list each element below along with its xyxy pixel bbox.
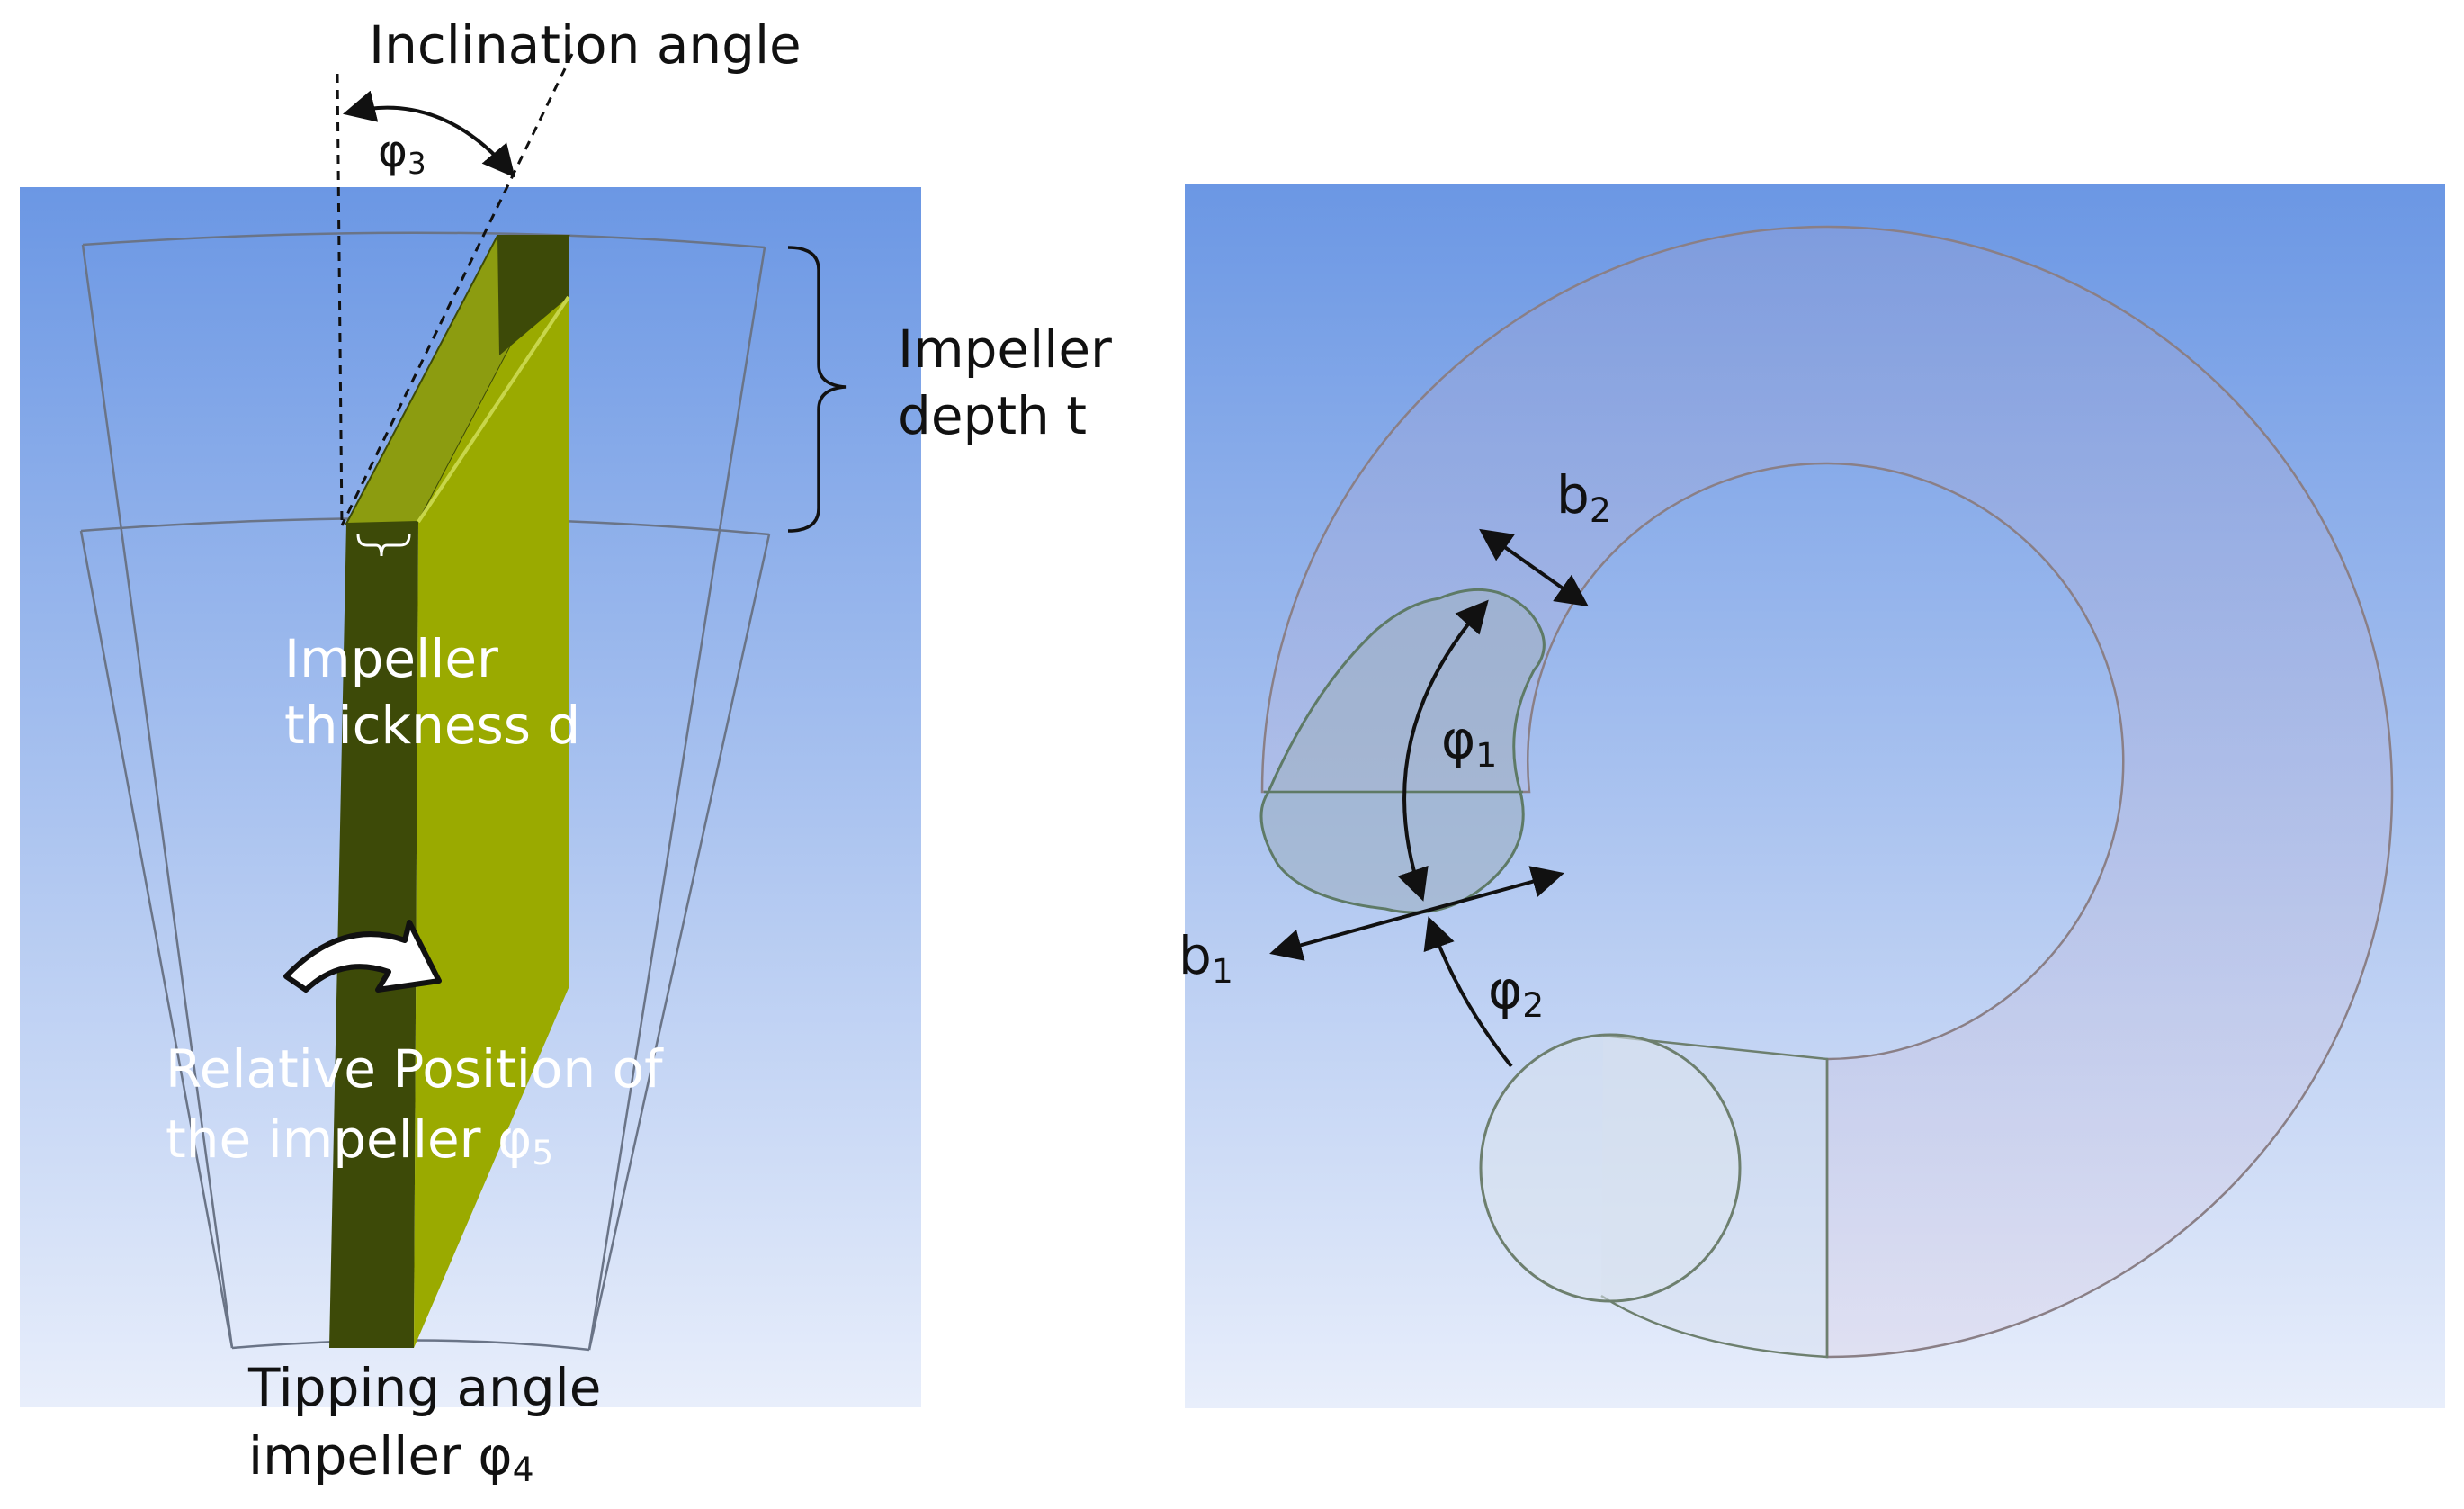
phi3-label: φ3 (378, 125, 426, 181)
relative-position-label-line1: Relative Position of (166, 1038, 664, 1100)
inclination-angle-label: Inclination angle (369, 14, 802, 76)
phi2-angle-arrow (1423, 916, 1513, 1068)
impeller-depth-brace (787, 246, 847, 533)
impeller-blade-highlight (417, 295, 570, 524)
vertical-reference-line (336, 73, 344, 526)
b1-dimension-arrow (1269, 866, 1564, 961)
phi1-label: φ1 (1441, 709, 1497, 775)
b2-dimension-arrow (1479, 528, 1589, 607)
impeller-thickness-label-line2: thickness d (284, 695, 580, 756)
phi1-angle-arc (1397, 599, 1489, 902)
housing-right-inner-edge (587, 534, 771, 1351)
tipping-angle-label-line1: Tipping angle (247, 1357, 601, 1418)
relative-position-label-line2: the impeller φ5 (166, 1109, 553, 1172)
phi2-label: φ2 (1488, 959, 1544, 1025)
housing-left-outer-edge (81, 244, 234, 1349)
impeller-blade-front-face (414, 236, 569, 1348)
left-panel: Inclination angle φ3 Impeller depth t Im… (20, 14, 1112, 1489)
housing-bottom-rim (231, 1339, 590, 1352)
housing-top-rim (82, 231, 766, 249)
housing-right-outer-edge (587, 247, 766, 1351)
spiral-ring-channel (1260, 225, 2394, 1359)
impeller-depth-label-line2: depth t (898, 385, 1087, 446)
b2-label: b2 (1556, 464, 1611, 530)
impeller-thickness-brace (356, 534, 411, 557)
b1-label: b1 (1178, 925, 1233, 991)
tipping-angle-label-line2: impeller φ4 (248, 1425, 534, 1489)
inlet-circle (1479, 1033, 1742, 1303)
housing-left-inner-edge (79, 530, 234, 1349)
rotation-arrow-icon (283, 920, 442, 993)
impeller-blade-back-strip (497, 236, 569, 355)
impeller-depth-label-line1: Impeller (898, 319, 1112, 380)
right-panel: b2 φ1 b1 φ2 (1178, 184, 2445, 1408)
inclination-line (340, 53, 574, 526)
phi3-angle-arc (343, 90, 515, 178)
impeller-thickness-label-line1: Impeller (284, 628, 498, 689)
